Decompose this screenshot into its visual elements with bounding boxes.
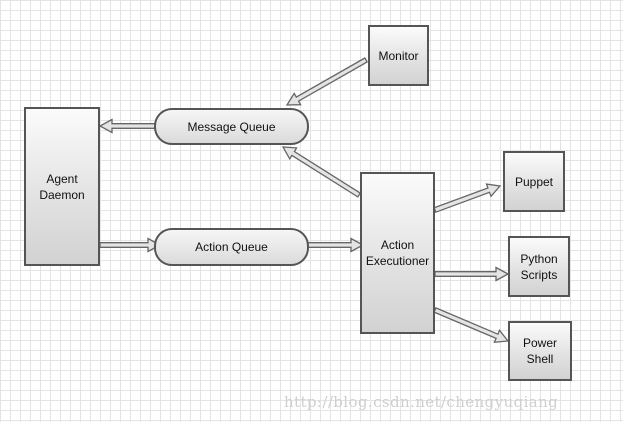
action-queue-node: Action Queue [154, 228, 309, 266]
watermark: http://blog.csdn.net/chengyuqiang [284, 393, 559, 411]
message-queue-label: Message Queue [187, 119, 276, 134]
python-scripts-label-line-2: Scripts [520, 267, 558, 282]
action-executioner-label-line-1: Action [380, 238, 415, 252]
agent-daemon-label-line-2: Daemon [39, 187, 85, 202]
python-scripts-label-line-1: Python [520, 251, 558, 266]
monitor-node: Monitor [368, 25, 429, 86]
arrow-agent-daemon-to-action-queue [99, 237, 162, 253]
arrow-action-executioner-to-power-shell [433, 307, 510, 344]
puppet-node: Puppet [503, 151, 565, 212]
action-executioner-label-line-2: Executioner [365, 254, 430, 268]
power-shell-label-line-2: Shell [526, 352, 554, 366]
arrow-action-executioner-to-python-scripts [434, 266, 510, 282]
action-queue-label: Action Queue [195, 240, 268, 254]
arrow-monitor-to-message-queue [285, 57, 368, 106]
arrow-message-queue-to-agent-daemon [98, 118, 158, 134]
agent-daemon-label-line-1: Agent [46, 171, 78, 186]
message-queue-node: Message Queue [154, 108, 309, 145]
monitor-label: Monitor [378, 48, 419, 63]
arrow-action-executioner-to-puppet [433, 183, 502, 214]
power-shell-label-line-1: Power [522, 336, 557, 350]
arrow-action-executioner-to-message-queue [281, 146, 362, 198]
puppet-label: Puppet [514, 174, 554, 189]
arrow-action-queue-to-action-executioner [305, 237, 365, 253]
